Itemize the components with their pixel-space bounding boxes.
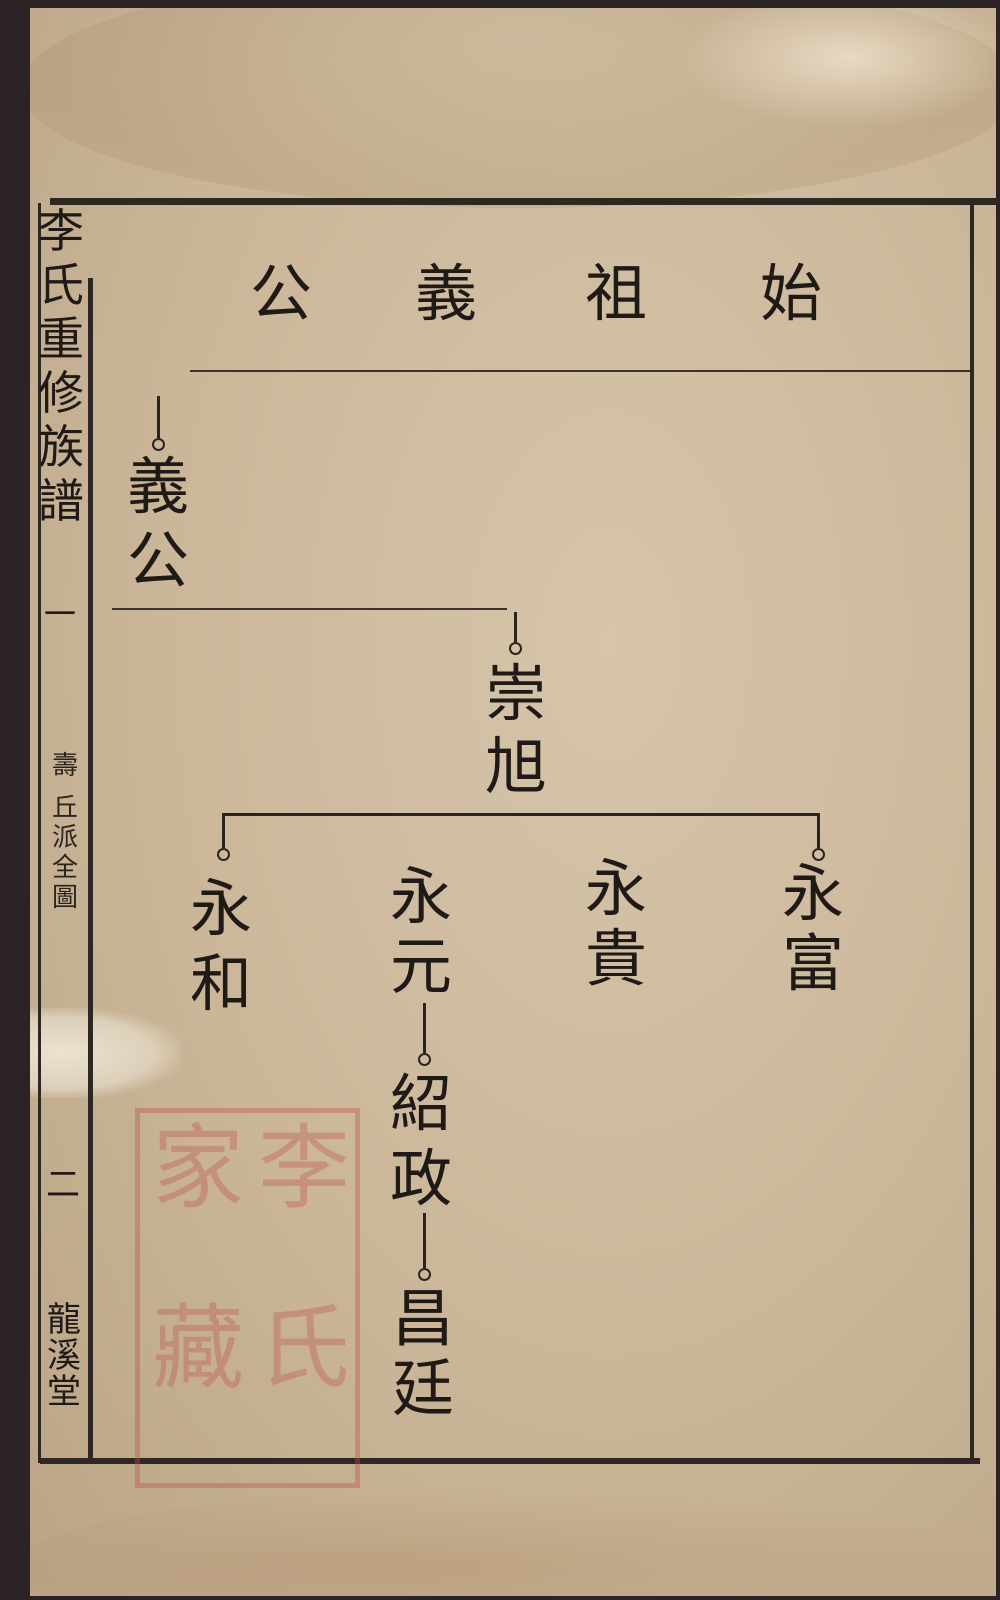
gen5-name-char: 廷 bbox=[392, 1352, 455, 1425]
faded-patch bbox=[680, 8, 996, 128]
gen3-name-char: 永 bbox=[585, 852, 648, 925]
ancestor-title-char: 祖 bbox=[585, 257, 648, 330]
connector-line bbox=[157, 396, 160, 438]
gen3-name-char: 永 bbox=[782, 857, 845, 930]
gen3-name-char: 貴 bbox=[585, 922, 648, 995]
section-label-char: 丘 bbox=[51, 793, 78, 823]
gen3-name-char: 富 bbox=[782, 927, 845, 1000]
gen4-name-char: 政 bbox=[390, 1142, 453, 1215]
top-border-rule bbox=[50, 198, 996, 205]
water-stain-top bbox=[30, 8, 996, 208]
book-title-char: 族 bbox=[38, 420, 84, 474]
section-label-char: 壽 bbox=[51, 751, 78, 781]
sibling-bar bbox=[222, 813, 820, 816]
ancestor-title-char: 義 bbox=[415, 257, 478, 330]
gen3-name-char: 和 bbox=[190, 947, 253, 1020]
connector-line bbox=[817, 813, 820, 848]
gen5-name-char: 昌 bbox=[392, 1282, 455, 1355]
right-border-rule bbox=[970, 203, 974, 1463]
hall-name-char: 溪 bbox=[47, 1336, 81, 1376]
ancestor-title-char: 始 bbox=[760, 257, 823, 330]
seal-char: 李 bbox=[258, 1115, 351, 1222]
connector-knot bbox=[418, 1053, 431, 1066]
hall-name-char: 堂 bbox=[47, 1372, 81, 1412]
connector-line bbox=[514, 612, 517, 642]
connector-line bbox=[423, 1003, 426, 1053]
hall-name: 龍 溪 堂 bbox=[44, 1303, 84, 1409]
gen2-name-char: 崇 bbox=[485, 657, 548, 730]
volume-mark: 一 bbox=[44, 595, 77, 633]
seal-char: 藏 bbox=[152, 1295, 245, 1402]
page-number: 二 bbox=[46, 1165, 80, 1205]
header-divider bbox=[190, 370, 970, 372]
book-title-char: 李 bbox=[38, 204, 84, 258]
genealogy-page: 李 氏 重 修 族 譜 一 壽 丘 派 全 圖 二 龍 溪 堂 始 祖 義 公 … bbox=[30, 8, 996, 1596]
book-title: 李 氏 重 修 族 譜 bbox=[36, 208, 86, 524]
section-label-char: 圖 bbox=[51, 883, 78, 913]
gen1-divider bbox=[112, 608, 507, 610]
book-title-char: 譜 bbox=[38, 474, 84, 528]
connector-knot bbox=[812, 848, 825, 861]
book-title-char: 重 bbox=[38, 312, 84, 366]
gen2-name-char: 旭 bbox=[485, 730, 548, 803]
hall-name-char: 龍 bbox=[47, 1300, 81, 1340]
book-title-char: 修 bbox=[38, 366, 84, 420]
connector-line bbox=[222, 813, 225, 848]
seal-char: 家 bbox=[152, 1115, 245, 1222]
gen1-name-char: 義 bbox=[127, 450, 190, 523]
gen3-name-char: 元 bbox=[390, 930, 453, 1003]
water-stain-bottom bbox=[30, 1488, 996, 1596]
gen1-name-char: 公 bbox=[127, 524, 190, 597]
spine-rule-outer bbox=[88, 278, 93, 1458]
connector-knot bbox=[217, 848, 230, 861]
connector-knot bbox=[152, 438, 165, 451]
book-title-char: 氏 bbox=[38, 258, 84, 312]
seal-char: 氏 bbox=[258, 1295, 351, 1402]
spine-rule-inner bbox=[38, 203, 41, 1463]
bottom-border-rule bbox=[40, 1458, 980, 1464]
red-seal-stamp: 李 氏 家 藏 bbox=[135, 1108, 360, 1488]
ancestor-title-char: 公 bbox=[250, 257, 313, 330]
gen3-name-char: 永 bbox=[190, 872, 253, 945]
gen3-name-char: 永 bbox=[390, 860, 453, 933]
section-label-char: 全 bbox=[51, 853, 78, 883]
connector-line bbox=[423, 1213, 426, 1268]
gen4-name-char: 紹 bbox=[390, 1067, 453, 1140]
section-label-char: 派 bbox=[51, 823, 78, 853]
connector-knot bbox=[418, 1268, 431, 1281]
section-label: 壽 丘 派 全 圖 bbox=[48, 753, 82, 911]
connector-knot bbox=[509, 642, 522, 655]
torn-paper-patch bbox=[30, 1008, 180, 1098]
